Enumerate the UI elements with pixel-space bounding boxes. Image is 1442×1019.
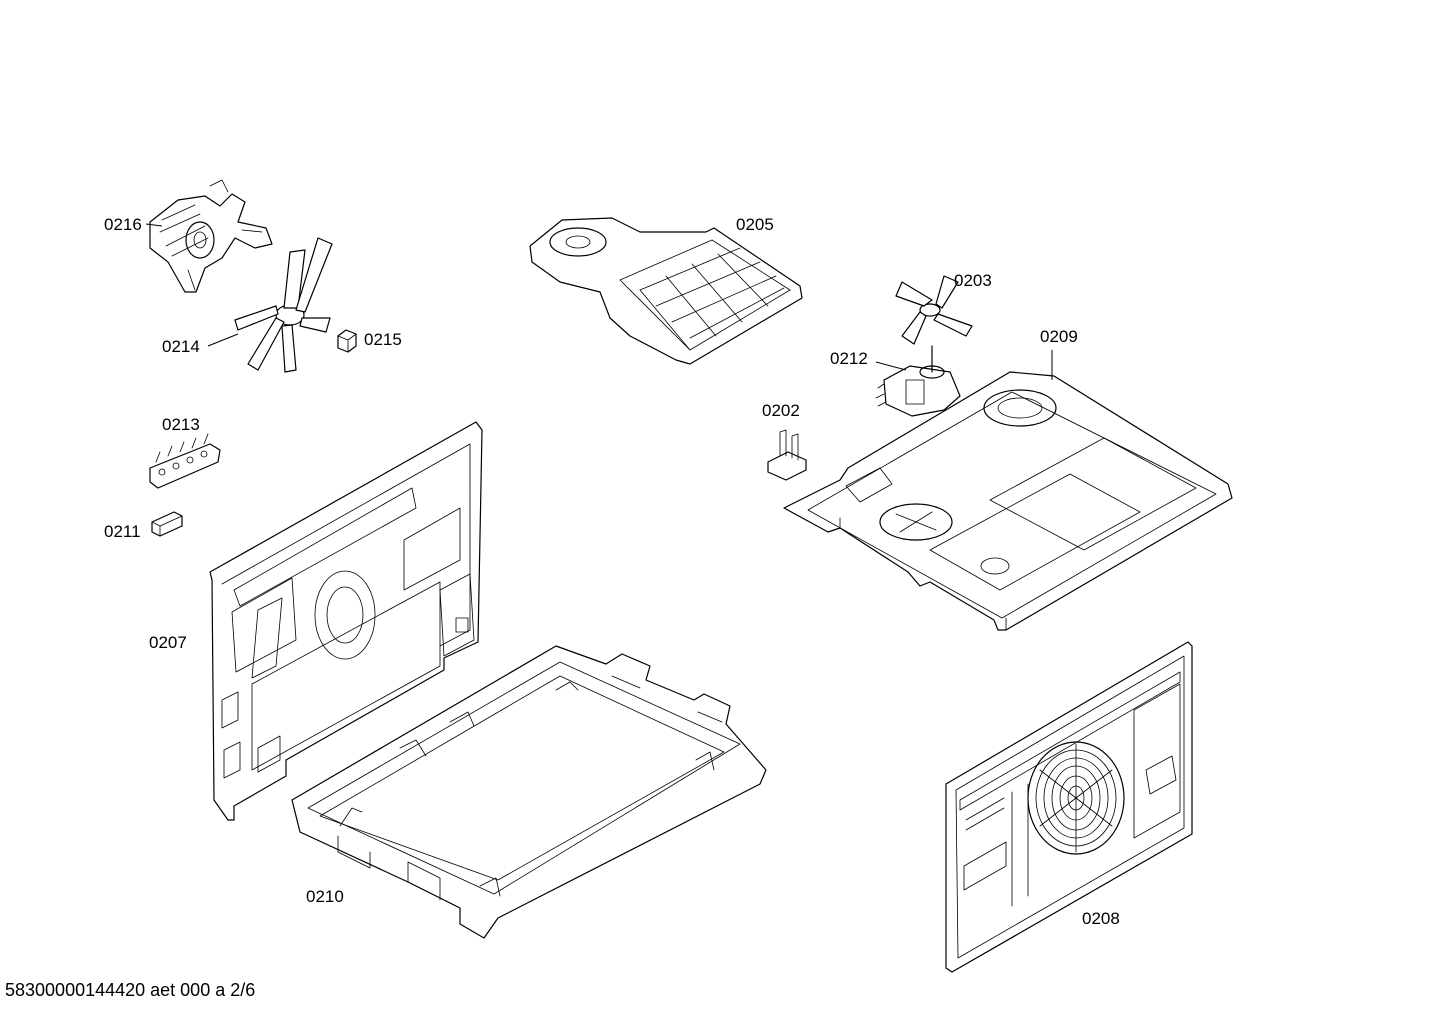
part-0205-duct-cover [529,217,803,365]
callout-0210: 0210 [306,887,344,906]
part-0214-fan-wheel [234,237,333,373]
part-0209-top-panel [783,371,1233,631]
document-id-footer: 58300000144420 aet 000 a 2/6 [5,980,256,1000]
part-0210-bottom-tray [291,645,767,939]
part-0207-rear-panel [209,421,483,821]
callout-0215: 0215 [364,330,402,349]
callout-0216: 0216 [104,215,142,234]
callout-0213: 0213 [162,415,200,434]
callout-0203: 0203 [954,271,992,290]
part-0212-cooling-fan-motor [875,345,961,417]
part-0202-thermal-switch [767,429,807,481]
callout-0205: 0205 [736,215,774,234]
callout-0209: 0209 [1040,327,1078,346]
part-0211-connector [151,511,183,537]
part-0215-nut [337,329,357,353]
part-0203-cooling-fan-blade [895,275,973,345]
callout-0212: 0212 [830,349,868,368]
callout-0202: 0202 [762,401,800,420]
part-0213-terminal-block [149,433,221,489]
callout-0214: 0214 [162,337,200,356]
part-0216-fan-motor [149,179,273,293]
callout-0207: 0207 [149,633,187,652]
part-0208-rear-cover [945,641,1193,973]
callout-0208: 0208 [1082,909,1120,928]
callout-0211: 0211 [104,522,141,541]
